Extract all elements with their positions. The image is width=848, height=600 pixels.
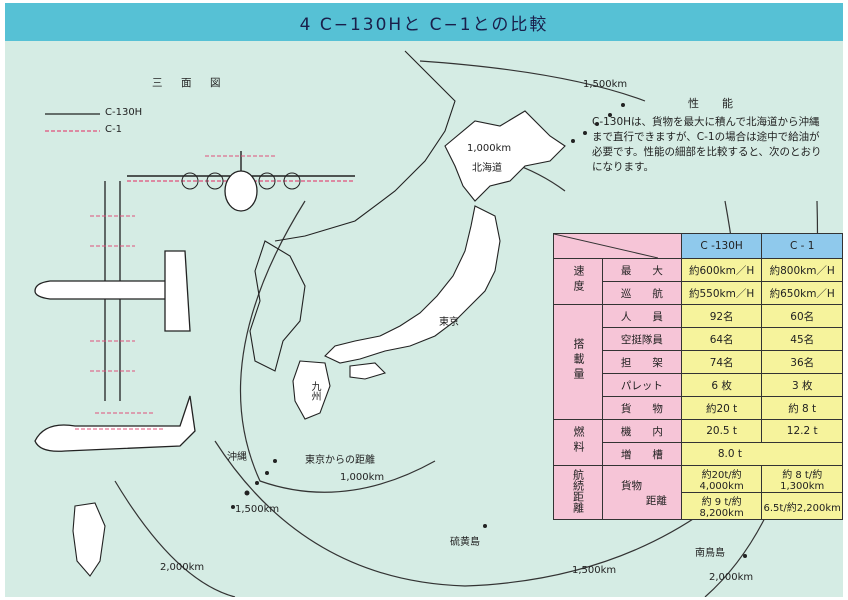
table-row: 担 架 74名 36名: [554, 350, 843, 374]
label-r1000-bottom: 1,000km: [340, 472, 385, 483]
top-view-drawing: [34, 181, 191, 401]
cell-external: 8.0 t: [680, 442, 844, 466]
header-c130h: C -130H: [680, 233, 763, 259]
table-corner: [553, 233, 682, 259]
table-row: 搭載量 人 員 92名 60名: [553, 304, 843, 420]
sub-range-top: 貨物: [621, 479, 642, 492]
table-row: 航続距離 貨物 距離 約20t/約4,000km 約 8 t/約1,300km: [553, 465, 843, 520]
performance-text: C-130Hは、貨物を最大に積んで北海道から沖縄まで直行できますが、C-1の場合…: [592, 116, 822, 173]
label-r2000-left: 2,000km: [160, 562, 205, 573]
label-r1500-bottom: 1,500km: [572, 565, 617, 576]
legend-heading: 三 面 図: [152, 77, 225, 89]
cell-paratroops-c130h: 64名: [680, 327, 763, 351]
title-bar: 4 C−130Hと C−1との比較: [5, 3, 843, 41]
cell-cruise-c130h: 約550km／H: [680, 281, 763, 305]
sub-personnel: 人 員: [602, 304, 682, 328]
arc-1500-top: [419, 60, 646, 102]
cell-range1-c1: 約 8 t/約1,300km: [761, 465, 843, 493]
table-row: 速度 最 大 約600km／H 約800km／H: [553, 258, 843, 305]
cell-cargo-c130h: 約20 t: [680, 396, 763, 420]
honshu-shape: [324, 205, 501, 364]
sub-paratroops: 空挺隊員: [602, 327, 682, 351]
shikoku-shape: [349, 362, 387, 380]
arc-2000-left: [114, 480, 236, 597]
sub-range: 貨物 距離: [602, 465, 682, 520]
table-header-row: C -130H C - 1: [553, 233, 843, 259]
label-r1000-top: 1,000km: [467, 143, 512, 154]
cat-speed: 速度: [553, 258, 603, 305]
label-iwoto: 硫黄島: [450, 537, 480, 548]
sub-external: 増 槽: [602, 442, 682, 466]
label-r1500-top: 1,500km: [583, 79, 628, 90]
sub-pallets: パレット: [602, 373, 682, 397]
label-r2000-right: 2,000km: [709, 572, 754, 583]
sub-cruise: 巡 航: [602, 281, 682, 305]
cell-cruise-c1: 約650km／H: [761, 281, 843, 305]
label-distance-from-tokyo: 東京からの距離: [305, 455, 375, 466]
sub-stretchers: 担 架: [602, 350, 682, 374]
kuril-islands: [571, 103, 625, 143]
label-tokyo: 東京: [439, 317, 459, 328]
cell-stretchers-c1: 36名: [761, 350, 843, 374]
sub-cargo: 貨 物: [602, 396, 682, 420]
cell-internal-c1: 12.2 t: [761, 419, 843, 443]
taiwan-shape: [72, 502, 106, 577]
table-row: 空挺隊員 64名 45名: [554, 327, 843, 351]
header-c1: C - 1: [761, 233, 843, 259]
comparison-table: C -130H C - 1 速度 最 大 約600km／H 約800km／H 巡…: [553, 233, 844, 520]
side-view-drawing: [34, 395, 196, 452]
map-figure: [34, 50, 819, 597]
cat-range: 航続距離: [553, 465, 603, 520]
label-hokkaido: 北海道: [472, 163, 502, 174]
legend-c1-label: C-1: [105, 124, 122, 135]
continent-coast: [274, 50, 456, 242]
label-kyushu: 九州: [309, 381, 320, 401]
cell-personnel-c1: 60名: [761, 304, 843, 328]
table-row: 約 9 t/約8,200km 6.5t/約2,200km: [554, 492, 843, 520]
sub-max: 最 大: [602, 258, 682, 282]
cell-range1-c130h: 約20t/約4,000km: [680, 465, 763, 493]
cell-max-c130h: 約600km／H: [680, 258, 763, 282]
cell-pallets-c1: 3 枚: [761, 373, 843, 397]
japan-outline: [72, 110, 566, 577]
sub-range-bottom: 距離: [645, 494, 667, 507]
arc-1000: [239, 200, 436, 493]
table-row: 貨 物 約20 t 約 8 t: [554, 396, 843, 420]
label-minamitorishima: 南鳥島: [695, 548, 725, 559]
cell-range2-c130h: 約 9 t/約8,200km: [680, 492, 763, 520]
cell-pallets-c130h: 6 枚: [680, 373, 763, 397]
korea-outline: [249, 240, 306, 372]
table-row: 巡 航 約550km／H 約650km／H: [554, 281, 843, 305]
hokkaido-shape: [444, 110, 566, 202]
table-row: パレット 6 枚 3 枚: [554, 373, 843, 397]
table-row: 燃料 機 内 20.5 t 12.2 t: [553, 419, 843, 466]
kyushu-shape: [292, 360, 331, 420]
label-r1500-left: 1,500km: [235, 504, 280, 515]
performance-heading: 性 能: [688, 97, 739, 110]
page: 4 C−130Hと C−1との比較: [5, 3, 844, 597]
ryukyu-islands: [231, 459, 277, 509]
legend-c130h-label: C-130H: [105, 107, 143, 118]
label-okinawa: 沖縄: [227, 452, 247, 463]
cell-range2-c1: 6.5t/約2,200km: [761, 492, 843, 520]
minamitorishima-dot: [743, 554, 747, 558]
iwoto-dot: [483, 524, 487, 528]
front-view-drawing: [127, 151, 355, 212]
cell-internal-c130h: 20.5 t: [680, 419, 763, 443]
cat-fuel: 燃料: [553, 419, 603, 466]
page-title: 4 C−130Hと C−1との比較: [299, 14, 549, 35]
cell-personnel-c130h: 92名: [680, 304, 763, 328]
cell-cargo-c1: 約 8 t: [761, 396, 843, 420]
cell-paratroops-c1: 45名: [761, 327, 843, 351]
table-row: 増 槽 8.0 t: [554, 442, 844, 466]
cell-max-c1: 約800km／H: [761, 258, 843, 282]
cell-external-c130h: 8.0 t: [717, 448, 742, 460]
cell-stretchers-c130h: 74名: [680, 350, 763, 374]
sub-internal: 機 内: [602, 419, 682, 443]
cat-load: 搭載量: [553, 304, 603, 420]
